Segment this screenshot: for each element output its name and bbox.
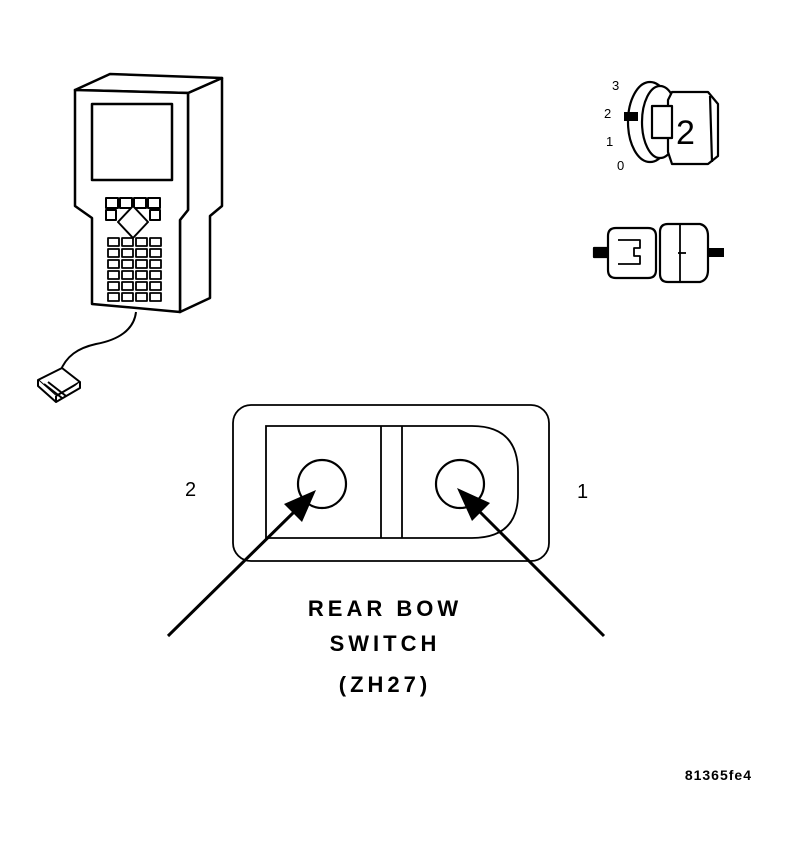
scan-tool-key	[107, 281, 120, 291]
scan-tool-key	[149, 281, 162, 291]
scan-tool-keypad	[107, 237, 162, 302]
ignition-position-0: 0	[617, 158, 624, 173]
arrow-right-head	[457, 488, 490, 521]
scan-tool-function-keys	[105, 197, 161, 221]
scan-tool-screen	[90, 102, 174, 182]
scan-tool-key	[107, 237, 120, 247]
ignition-pointer	[624, 112, 638, 121]
ignition-position-2: 2	[604, 106, 611, 121]
scan-tool-key	[149, 292, 162, 302]
scan-tool-key	[121, 248, 134, 258]
scan-tool-key	[135, 248, 148, 258]
scan-tool-key	[135, 237, 148, 247]
figure-id: 81365fe4	[685, 767, 752, 783]
arrow-left-head	[284, 490, 316, 522]
key-shank	[650, 104, 674, 140]
scan-tool-key	[121, 270, 134, 280]
rear-bow-switch	[232, 404, 550, 562]
switch-title-line3: (ZH27)	[339, 672, 431, 697]
key-number: 2	[676, 114, 695, 152]
connector-male-half	[606, 226, 658, 280]
connector-illustration	[592, 222, 724, 284]
scan-tool-key	[107, 270, 120, 280]
scan-tool-key	[121, 292, 134, 302]
scan-tool-key	[121, 237, 134, 247]
scan-tool-key	[107, 248, 120, 258]
ignition-position-1: 1	[606, 134, 613, 149]
scan-tool-connector	[37, 367, 81, 403]
scan-tool-key	[149, 259, 162, 269]
connector-lead-right	[708, 248, 724, 257]
switch-position-label-2: 2	[185, 479, 196, 501]
switch-title-line2: SWITCH	[330, 631, 441, 656]
scan-tool-key	[135, 259, 148, 269]
scan-tool-key	[135, 281, 148, 291]
switch-title-line1: REAR BOW	[308, 596, 462, 621]
scan-tool-key	[107, 292, 120, 302]
scan-tool-key	[121, 281, 134, 291]
scan-tool-key	[135, 270, 148, 280]
arrow-right-shaft	[476, 508, 606, 638]
ignition-position-3: 3	[612, 78, 619, 93]
switch-button-housing	[265, 425, 519, 539]
ignition-key-illustration: 3 2 1 0 2	[604, 78, 720, 173]
scan-tool-key	[149, 237, 162, 247]
switch-button-2	[296, 458, 348, 510]
switch-button-1	[434, 458, 486, 510]
arrow-left-shaft	[166, 508, 298, 638]
scan-tool-key	[149, 248, 162, 258]
pointer-arrows	[166, 488, 606, 638]
switch-position-label-1: 1	[577, 481, 588, 503]
scan-tool-key	[149, 270, 162, 280]
scan-tool-cable	[59, 311, 137, 373]
scan-tool-key	[121, 259, 134, 269]
scan-tool-key	[135, 292, 148, 302]
switch-bezel	[232, 404, 550, 562]
connector-male-detail	[618, 239, 641, 265]
connector-lead-left	[592, 246, 610, 259]
scan-tool-illustration	[37, 72, 224, 403]
key-head	[666, 90, 720, 166]
scan-tool-key	[107, 259, 120, 269]
